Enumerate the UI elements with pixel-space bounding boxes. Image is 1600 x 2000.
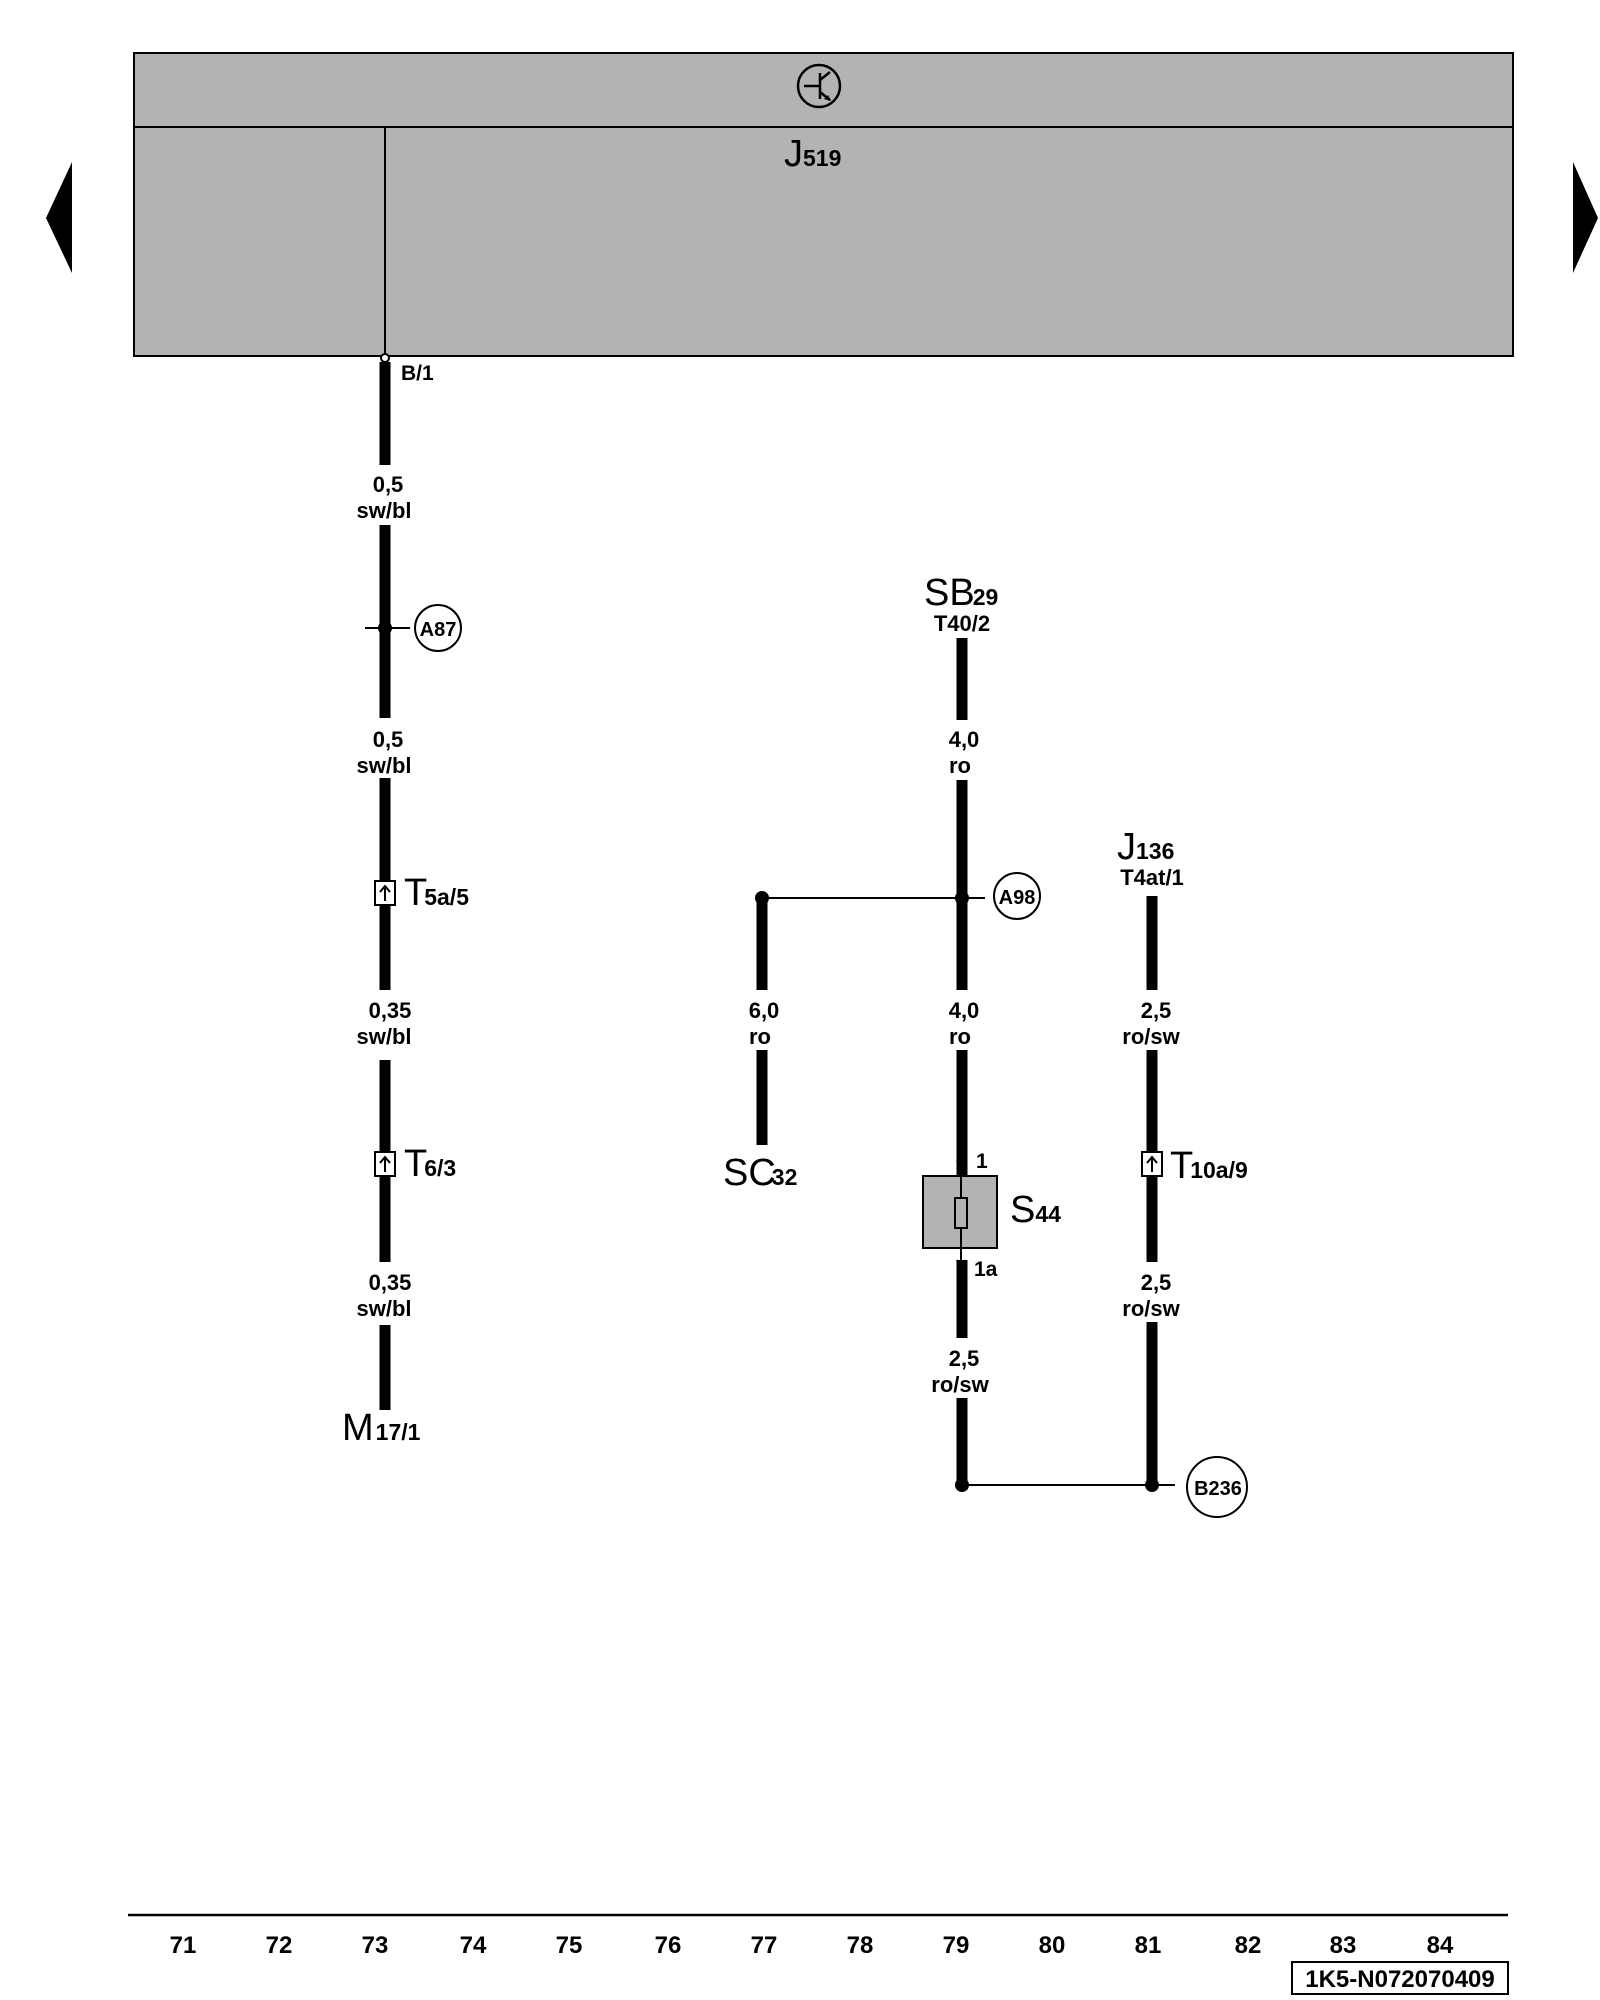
- svg-text:T10a/9: T10a/9: [1170, 1145, 1248, 1187]
- wire-color: ro/sw: [1122, 1024, 1180, 1049]
- column-number: 72: [266, 1932, 293, 1959]
- connector-t10a: T10a/9: [1141, 1145, 1248, 1187]
- component-s44: S44: [1010, 1189, 1061, 1231]
- pin-b1-terminal: [380, 353, 390, 363]
- doc-id-box: [1291, 1961, 1509, 1995]
- column-number: 74: [460, 1932, 487, 1959]
- column-number: 71: [170, 1932, 197, 1959]
- component-sb29: SB29: [924, 572, 998, 614]
- connection-point-a98: [993, 872, 1041, 920]
- column-number: 75: [556, 1932, 583, 1959]
- wire-size: 0,35: [369, 998, 412, 1023]
- j519-label: J519: [784, 133, 841, 175]
- wire-size: 4,0: [949, 998, 980, 1023]
- wire-color: sw/bl: [356, 753, 411, 778]
- svg-text:A87: A87: [420, 619, 457, 641]
- triangle-left-icon[interactable]: [46, 162, 72, 273]
- junction-dot: [955, 891, 969, 905]
- s44-pin-bottom: 1a: [974, 1258, 998, 1281]
- connector-t6: T6/3: [374, 1143, 456, 1185]
- wire-size: 0,5: [373, 727, 404, 752]
- junction-dot: [1145, 1478, 1159, 1492]
- column-number: 81: [1135, 1932, 1162, 1959]
- transistor-symbol-icon: [796, 63, 842, 109]
- wire-color: ro: [949, 753, 971, 778]
- wire-color: sw/bl: [356, 1296, 411, 1321]
- svg-text:A98: A98: [999, 887, 1036, 909]
- column-number: 77: [751, 1932, 778, 1959]
- connection-point-b236: [1186, 1456, 1248, 1518]
- wire-size: 2,5: [1141, 998, 1172, 1023]
- column-number: 73: [362, 1932, 389, 1959]
- component-sc32: SC32: [723, 1152, 797, 1194]
- wire-color: ro: [749, 1024, 771, 1049]
- doc-id: 1K5-N072070409: [1305, 1966, 1494, 1993]
- wire-color: ro/sw: [1122, 1296, 1180, 1321]
- wire-color: sw/bl: [356, 1024, 411, 1049]
- wire-size: 0,35: [369, 1270, 412, 1295]
- wire-color: ro/sw: [931, 1372, 989, 1397]
- column-number: 82: [1235, 1932, 1262, 1959]
- wire-color: ro: [949, 1024, 971, 1049]
- fuse-s44: [922, 1150, 998, 1272]
- pin-b1-label: B/1: [401, 362, 434, 385]
- connector-t5a: T5a/5: [374, 872, 469, 914]
- wire-size: 2,5: [949, 1346, 980, 1371]
- svg-text:T6/3: T6/3: [404, 1143, 456, 1185]
- wire-size: 0,5: [373, 472, 404, 497]
- column-numbers: 71 72 73 74 75 76 77 78 79 80 81 82 83 8…: [170, 1932, 1454, 1959]
- column-number: 78: [847, 1932, 874, 1959]
- wire-size: 4,0: [949, 727, 980, 752]
- component-m17: M17/1: [342, 1407, 421, 1449]
- wire-color: sw/bl: [356, 498, 411, 523]
- s44-pin-top: 1: [976, 1150, 988, 1173]
- svg-text:B236: B236: [1194, 1478, 1242, 1500]
- wire-size: 2,5: [1141, 1270, 1172, 1295]
- junction-dot: [955, 1478, 969, 1492]
- svg-text:T5a/5: T5a/5: [404, 872, 469, 914]
- j136-pin-label: T4at/1: [1120, 865, 1184, 890]
- wire-size: 6,0: [749, 998, 780, 1023]
- triangle-right-icon[interactable]: [1573, 162, 1598, 273]
- component-j136: J136: [1117, 826, 1174, 868]
- column-number: 83: [1330, 1932, 1357, 1959]
- connection-point-a87: [414, 604, 462, 652]
- column-number: 76: [655, 1932, 682, 1959]
- column-number: 79: [943, 1932, 970, 1959]
- column-number: 80: [1039, 1932, 1066, 1959]
- sb29-pin-label: T40/2: [934, 611, 990, 636]
- column-number: 84: [1427, 1932, 1454, 1959]
- control-unit-j519: J519: [133, 52, 1514, 357]
